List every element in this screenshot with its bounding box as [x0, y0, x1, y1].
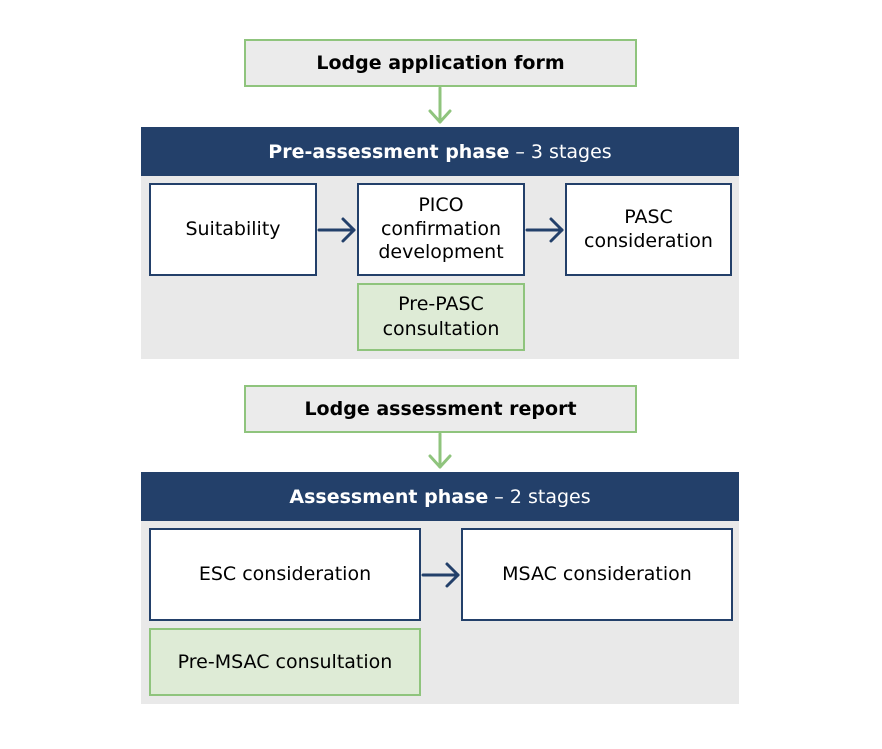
stage-label: development: [378, 241, 504, 264]
stage-msac-consideration: MSAC consideration: [461, 528, 733, 621]
stage-label: PICO: [418, 193, 464, 216]
stage-pasc-consideration: PASC consideration: [565, 183, 732, 276]
stage-pico-confirmation-development: PICO confirmation development: [357, 183, 525, 276]
stage-label: ESC consideration: [198, 562, 372, 585]
assessment-title: Assessment phase: [289, 485, 489, 508]
down-arrow-icon: [428, 432, 452, 469]
lodge-assessment-report-label: Lodge assessment report: [304, 398, 577, 420]
pre-msac-consultation-box: Pre-MSAC consultation: [149, 628, 421, 696]
stage-suitability: Suitability: [149, 183, 317, 276]
stage-label: confirmation: [380, 217, 502, 240]
stage-label: Suitability: [185, 217, 281, 240]
pre-pasc-consultation-box: Pre-PASC consultation: [357, 283, 525, 351]
lodge-application-form-box: Lodge application form: [244, 39, 637, 87]
pre-assessment-stage-count: – 3 stages: [509, 140, 612, 163]
right-arrow-icon: [421, 562, 460, 588]
lodge-application-form-label: Lodge application form: [316, 52, 565, 74]
stage-label: PASC: [624, 205, 673, 228]
pre-assessment-header: Pre-assessment phase – 3 stages: [141, 127, 739, 176]
consultation-label: Pre-PASC: [398, 293, 484, 316]
pre-assessment-title: Pre-assessment phase: [268, 140, 510, 163]
stage-esc-consideration: ESC consideration: [149, 528, 421, 621]
assessment-header: Assessment phase – 2 stages: [141, 472, 739, 521]
consultation-label: consultation: [382, 318, 500, 340]
stage-label: consideration: [584, 229, 713, 252]
stage-label: MSAC consideration: [502, 562, 692, 585]
assessment-stage-count: – 2 stages: [488, 485, 591, 508]
right-arrow-icon: [317, 217, 356, 243]
down-arrow-icon: [428, 86, 452, 124]
right-arrow-icon: [525, 217, 564, 243]
consultation-label: Pre-MSAC consultation: [177, 650, 393, 673]
lodge-assessment-report-box: Lodge assessment report: [244, 385, 637, 433]
